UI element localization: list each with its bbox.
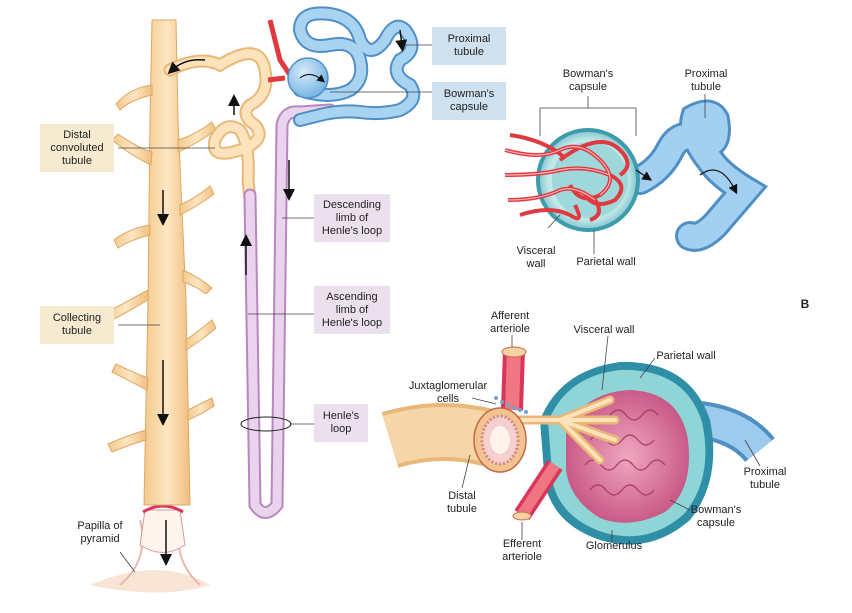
distal-convoluted-tubule-label-box: Distal convoluted tubule: [40, 124, 114, 172]
panel-b-label: B: [800, 297, 810, 311]
henles-loop-label-box: Henle's loop: [314, 404, 368, 442]
leader-lines-left: [118, 44, 432, 573]
br-bowmans-capsule-label: Bowman's capsule: [690, 504, 742, 529]
tr-proximal-tubule-label: Proximal tubule: [684, 68, 728, 93]
descending-limb-label-box: Descending limb of Henle's loop: [314, 194, 390, 242]
br-proximal-tubule-label: Proximal tubule: [743, 466, 787, 491]
juxtaglomerular-cells-label: Juxtaglomerular cells: [408, 380, 488, 405]
bowmans-capsule-detail: [504, 94, 768, 254]
distal-convoluted-tubule-label: Distal convoluted tubule: [50, 128, 104, 167]
flow-arrows: [157, 29, 408, 566]
collecting-tubule-shape: [103, 19, 273, 506]
tr-visceral-wall-label: Visceral wall: [516, 245, 556, 270]
papilla: [90, 504, 210, 593]
descending-limb-label: Descending limb of Henle's loop: [321, 198, 383, 237]
ascending-limb-label-box: Ascending limb of Henle's loop: [314, 286, 390, 334]
br-parietal-wall-label: Parietal wall: [656, 350, 716, 362]
henles-loop-label: Henle's loop: [322, 410, 360, 435]
efferent-arteriole-label: Efferent arteriole: [502, 538, 542, 563]
afferent-arteriole-label: Afferent arteriole: [490, 310, 530, 335]
papilla-of-pyramid-label: Papilla of pyramid: [77, 520, 123, 545]
bowmans-capsule-label: Bowman's capsule: [443, 88, 495, 113]
glomerulus-label: Glomerulus: [585, 540, 643, 552]
tr-bowmans-capsule-label: Bowman's capsule: [562, 68, 614, 93]
ascending-limb-label: Ascending limb of Henle's loop: [321, 290, 383, 329]
proximal-tubule-shape: [267, 6, 421, 127]
br-visceral-wall-label: Visceral wall: [573, 324, 635, 336]
collecting-tubule-label-box: Collecting tubule: [40, 306, 114, 344]
juxtaglomerular-detail: [381, 335, 775, 545]
proximal-tubule-label: Proximal tubule: [447, 33, 491, 58]
tr-parietal-wall-label: Parietal wall: [576, 256, 636, 268]
proximal-tubule-label-box: Proximal tubule: [432, 27, 506, 65]
distal-tubule-label: Distal tubule: [447, 490, 477, 515]
collecting-tubule-label: Collecting tubule: [52, 312, 102, 337]
bowmans-capsule-label-box: Bowman's capsule: [432, 82, 506, 120]
